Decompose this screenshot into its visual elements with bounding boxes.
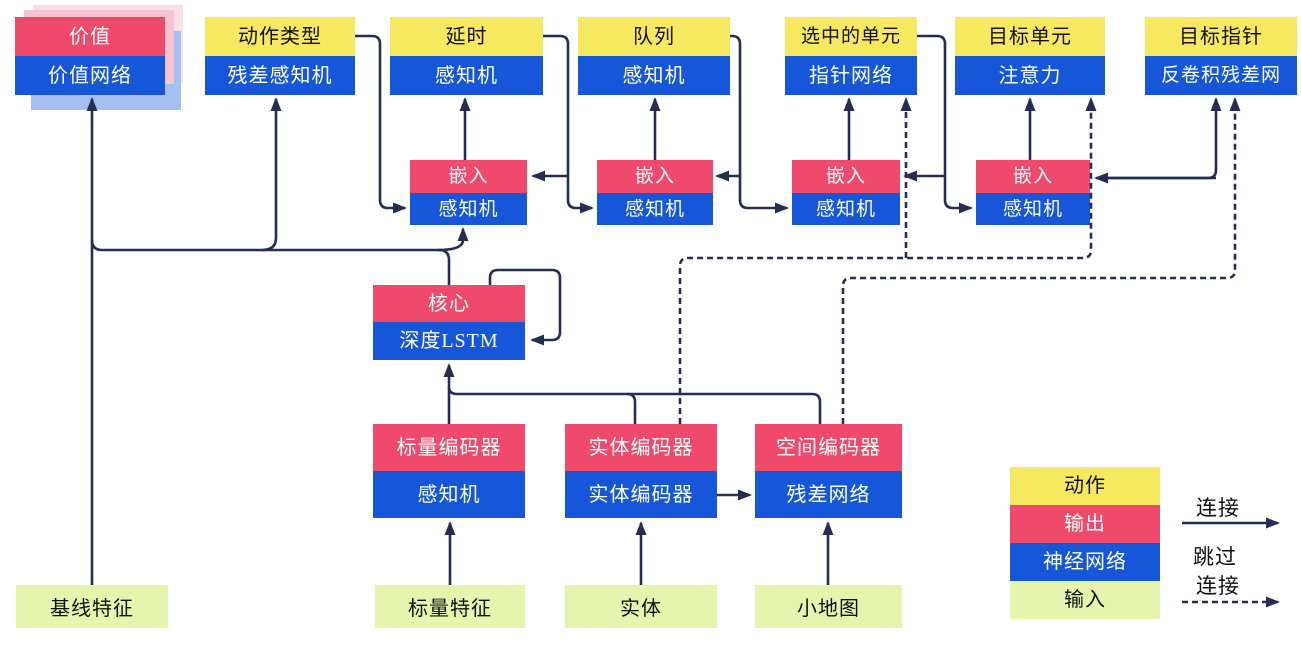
input-entity: 实体 [565,585,717,628]
legend-network-label: 神经网络 [1010,543,1160,581]
head-value: 价值 价值网络 [15,17,165,95]
head-delay: 延时 感知机 [390,17,543,95]
head-delay-network-label: 感知机 [390,56,543,95]
encoder-spatial: 空间编码器 残差网络 [755,424,902,518]
edge-queue-to-embed-3 [730,34,789,214]
encoder-entity-network-label: 实体编码器 [565,471,717,518]
skip-spatial-to-target-point [841,97,1241,424]
embed-1-network-label: 感知机 [410,193,527,225]
embed-4-output-label: 嵌入 [976,160,1090,193]
legend-input-label: 输入 [1010,581,1160,619]
legend-color-key: 动作 输出 神经网络 输入 [1010,467,1160,619]
input-baseline: 基线特征 [16,585,168,628]
head-queue-network-label: 感知机 [578,56,730,95]
head-value-output-label: 价值 [15,17,165,56]
edge-core-output-bus [90,239,451,285]
embed-3-output-label: 嵌入 [792,160,900,193]
input-scalar: 标量特征 [375,585,525,628]
head-target-point: 目标指针 反卷积残差网 [1145,17,1297,95]
head-selected-units-network-label: 指针网络 [785,56,917,95]
encoder-scalar-network-label: 感知机 [373,471,525,518]
embed-2: 嵌入 感知机 [597,160,713,225]
legend-action-label: 动作 [1010,467,1160,505]
core: 核心 深度LSTM [373,285,525,360]
skip-entity-to-target-unit [678,97,1097,424]
head-action-type-network-label: 残差感知机 [205,56,355,95]
embed-4-network-label: 感知机 [976,193,1090,225]
input-minimap: 小地图 [755,585,902,628]
embed-2-output-label: 嵌入 [597,160,713,193]
head-target-point-action-label: 目标指针 [1145,17,1297,56]
edge-spatial-encoder-join [811,392,822,424]
edge-core-to-embed-1 [437,227,469,252]
embed-4: 嵌入 感知机 [976,160,1090,225]
legend-skip-label-line2: 连接 [1196,574,1240,598]
head-action-type-action-label: 动作类型 [205,17,355,56]
encoder-scalar: 标量编码器 感知机 [373,424,525,518]
legend-output-label: 输出 [1010,505,1160,543]
encoder-spatial-network-label: 残差网络 [755,471,902,518]
encoder-spatial-output-label: 空间编码器 [755,424,902,471]
head-target-unit-network-label: 注意力 [955,56,1105,95]
head-action-type: 动作类型 残差感知机 [205,17,355,95]
embed-3-network-label: 感知机 [792,193,900,225]
head-target-unit-action-label: 目标单元 [955,17,1105,56]
edge-core-to-action-type [261,97,282,252]
embed-1: 嵌入 感知机 [410,160,527,225]
core-network-label: 深度LSTM [373,322,525,360]
core-output-label: 核心 [373,285,525,322]
head-delay-action-label: 延时 [390,17,543,56]
head-target-point-network-label: 反卷积残差网 [1145,56,1297,95]
edge-encoder-bus [447,386,812,396]
head-queue: 队列 感知机 [578,17,730,95]
edge-entity-encoder-join [626,392,637,424]
head-selected-units-action-label: 选中的单元 [785,17,917,56]
head-queue-action-label: 队列 [578,17,730,56]
encoder-entity-output-label: 实体编码器 [565,424,717,471]
encoder-scalar-output-label: 标量编码器 [373,424,525,471]
legend-connection-label: 连接 [1196,496,1240,520]
head-target-unit: 目标单元 注意力 [955,17,1105,95]
encoder-entity: 实体编码器 实体编码器 [565,424,717,518]
head-selected-units: 选中的单元 指针网络 [785,17,917,95]
legend-skip-label-line1: 跳过 [1193,545,1237,569]
embed-3: 嵌入 感知机 [792,160,900,225]
embed-1-output-label: 嵌入 [410,160,527,193]
head-value-network-label: 价值网络 [15,56,165,95]
edge-embed-4-to-target-point [1100,97,1222,180]
embed-2-network-label: 感知机 [597,193,713,225]
